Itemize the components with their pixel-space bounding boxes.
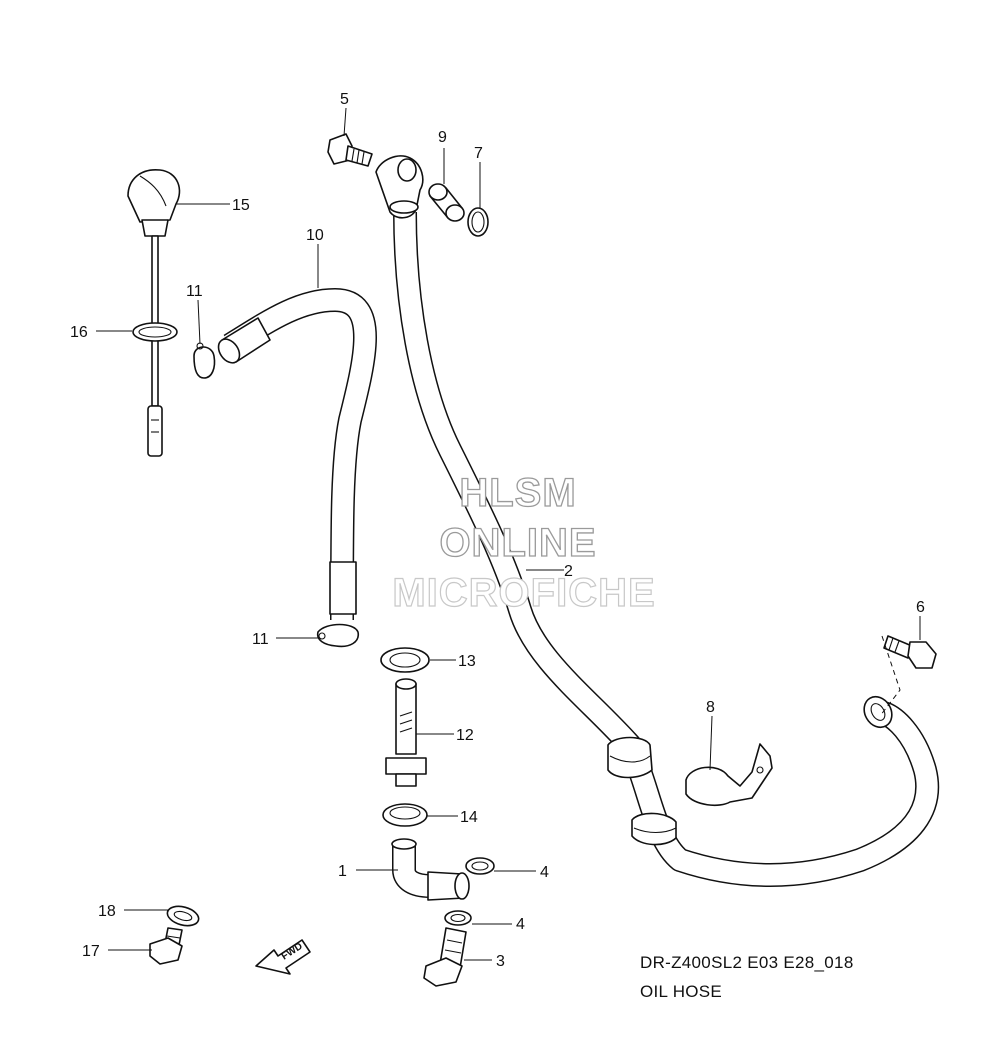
callout-11-lower: 11 bbox=[252, 631, 269, 648]
clamp-11-lower bbox=[316, 623, 360, 648]
sleeve-9 bbox=[428, 183, 465, 222]
gasket-13 bbox=[380, 647, 430, 673]
bolt-6 bbox=[879, 635, 937, 717]
diagram-title: OIL HOSE bbox=[640, 982, 722, 1001]
o-ring-16 bbox=[132, 322, 178, 342]
union-12 bbox=[385, 678, 427, 787]
callout-6: 6 bbox=[916, 599, 925, 616]
callout-9: 9 bbox=[438, 129, 447, 146]
watermark-line1: HLSM bbox=[459, 471, 576, 515]
callout-13: 13 bbox=[458, 653, 476, 670]
callout-16: 16 bbox=[70, 324, 88, 341]
callout-12: 12 bbox=[456, 727, 474, 744]
washer-4-lower bbox=[444, 910, 472, 926]
watermark-line3: MICROFICHE bbox=[392, 571, 655, 615]
callout-2: 2 bbox=[564, 563, 573, 580]
fwd-arrow: FWD bbox=[255, 939, 311, 975]
callout-17: 17 bbox=[82, 943, 100, 960]
bent-hose-10 bbox=[217, 288, 377, 621]
callout-5: 5 bbox=[340, 91, 349, 108]
callout-15: 15 bbox=[232, 197, 250, 214]
bolt-5 bbox=[327, 133, 373, 167]
diagram-code: DR-Z400SL2 E03 E28_018 bbox=[640, 953, 854, 972]
diagram-caption: DR-Z400SL2 E03 E28_018 OIL HOSE bbox=[640, 953, 854, 1001]
callout-11-upper: 11 bbox=[186, 283, 203, 300]
drain-bolt-17 bbox=[149, 927, 183, 965]
gasket-18 bbox=[166, 905, 200, 927]
elbow-hose-1 bbox=[391, 838, 470, 901]
callout-4-upper: 4 bbox=[540, 864, 549, 881]
callout-14: 14 bbox=[460, 809, 478, 826]
callout-8: 8 bbox=[706, 699, 715, 716]
callout-18: 18 bbox=[98, 903, 116, 920]
watermark-line2: ONLINE bbox=[439, 521, 596, 565]
callout-10: 10 bbox=[306, 227, 324, 244]
watermark: HLSM ONLINE MICROFICHE bbox=[392, 470, 656, 615]
dipstick-15 bbox=[127, 169, 181, 457]
washer-4-upper bbox=[465, 857, 495, 875]
callout-1: 1 bbox=[338, 863, 347, 880]
callout-4-lower: 4 bbox=[516, 916, 525, 933]
bracket-8 bbox=[685, 743, 773, 807]
union-bolt-3 bbox=[423, 927, 467, 987]
clamp-14 bbox=[382, 803, 428, 827]
callout-7: 7 bbox=[474, 145, 483, 162]
callout-labels: 1 2 3 4 4 5 6 7 8 9 10 11 11 12 13 14 15… bbox=[70, 91, 925, 970]
o-ring-7 bbox=[467, 207, 489, 237]
clamp-11-upper bbox=[193, 342, 216, 379]
leader-lines bbox=[96, 107, 921, 961]
callout-3: 3 bbox=[496, 953, 505, 970]
oil-hose-2 bbox=[375, 155, 940, 887]
